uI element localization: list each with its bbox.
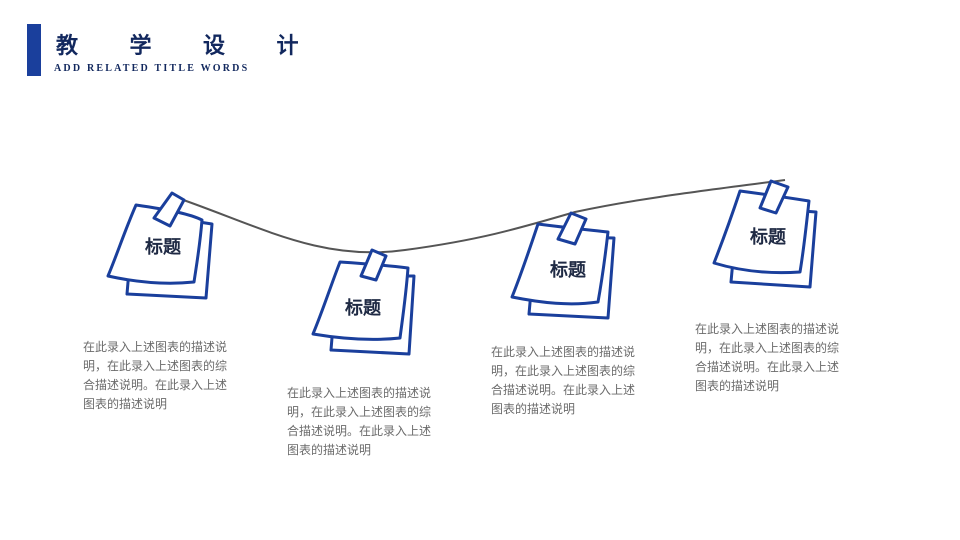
sticky-note-4-icon xyxy=(712,179,818,289)
page-title: 教 学 设 计 xyxy=(56,33,322,58)
sticky-note-3-icon xyxy=(510,211,616,320)
note-3-description: 在此录入上述图表的描述说明，在此录入上述图表的综合描述说明。在此录入上述图表的描… xyxy=(491,345,636,416)
note-4-description: 在此录入上述图表的描述说明，在此录入上述图表的综合描述说明。在此录入上述图表的描… xyxy=(695,322,840,393)
sticky-note-1-icon xyxy=(106,191,214,300)
note-1-description: 在此录入上述图表的描述说明，在此录入上述图表的综合描述说明。在此录入上述图表的描… xyxy=(83,340,228,411)
hanging-string xyxy=(171,179,786,254)
note-2-description: 在此录入上述图表的描述说明，在此录入上述图表的综合描述说明。在此录入上述图表的描… xyxy=(287,386,432,457)
note-4-title: 标题 xyxy=(750,227,786,247)
note-1-title: 标题 xyxy=(145,237,181,257)
sticky-note-2-icon xyxy=(311,248,416,356)
title-accent-bar xyxy=(27,24,41,76)
note-3-title: 标题 xyxy=(550,260,586,280)
note-2-title: 标题 xyxy=(345,298,381,318)
page-subtitle: ADD RELATED TITLE WORDS xyxy=(54,63,250,74)
